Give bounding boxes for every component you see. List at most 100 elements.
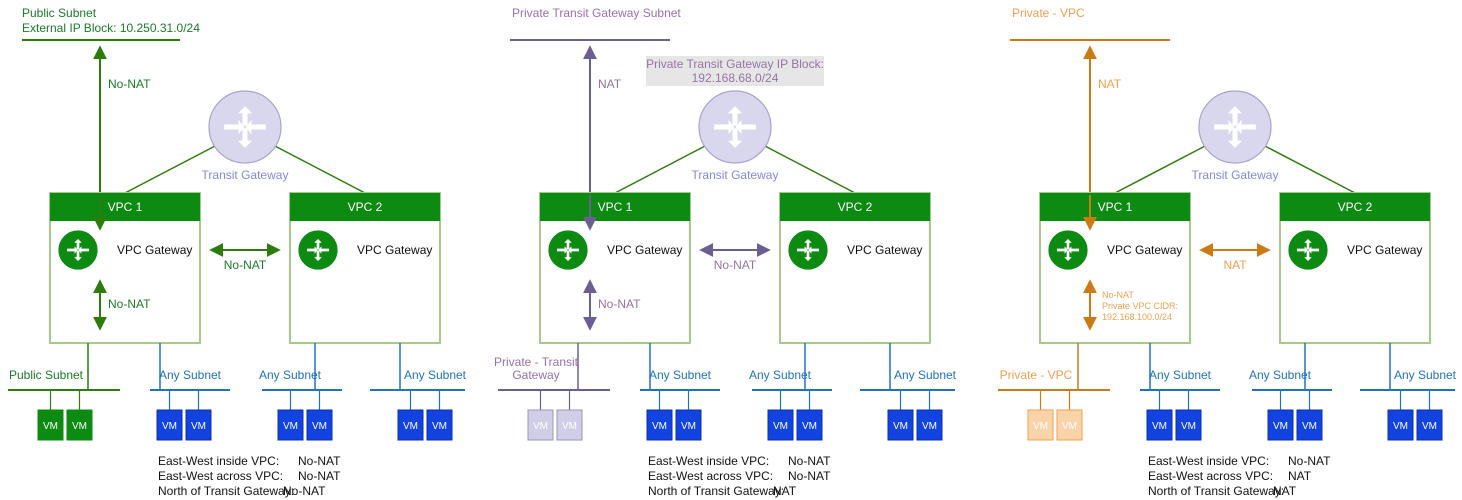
summary-label: East-West across VPC:: [648, 469, 773, 483]
vpc-2: VPC 2 VPC Gateway: [779, 192, 931, 344]
top-subnet: Private - VPC: [1010, 6, 1170, 41]
east-west-label: No-NAT: [714, 258, 757, 272]
vm-label: VM: [533, 421, 548, 432]
vpc-gateway-icon: [788, 230, 828, 270]
vm-label: VM: [403, 421, 418, 432]
vm-label: VM: [312, 421, 327, 432]
vm-label: VM: [1273, 421, 1288, 432]
vm-label: VM: [1302, 421, 1317, 432]
vm-label: VM: [562, 421, 577, 432]
inner-vpc-label: 192.168.100.0/24: [1102, 312, 1172, 322]
vm-label: VM: [922, 421, 937, 432]
subnet-label: Private - Transit: [494, 355, 579, 369]
top-subnet-label: Private Transit Gateway Subnet: [512, 6, 681, 20]
subnet-label: Any Subnet: [404, 368, 467, 382]
vm-box: VM: [185, 409, 212, 441]
vpc-gateway-icon: [1288, 230, 1328, 270]
summary-value: NAT: [1273, 484, 1297, 498]
vm-box: VM: [277, 409, 304, 441]
subnet-label: Any Subnet: [894, 368, 957, 382]
summary-label: East-West inside VPC:: [648, 454, 769, 468]
vpc-title: VPC 1: [598, 200, 633, 214]
vm-box: VM: [1416, 409, 1443, 441]
transit-gateway-label: Transit Gateway: [202, 168, 289, 182]
vm-box: VM: [1146, 409, 1173, 441]
vm-box: VM: [767, 409, 794, 441]
vm-box: VM: [916, 409, 943, 441]
vpc-gateway-label: VPC Gateway: [1107, 243, 1182, 257]
north-nat-label: No-NAT: [108, 77, 151, 91]
vm-box: VM: [37, 409, 64, 441]
subnet-label: Private - VPC: [1000, 368, 1073, 382]
summary-label: North of Transit Gateway:: [648, 484, 784, 498]
summary-value: No-NAT: [283, 484, 326, 498]
summary-label: East-West across VPC:: [158, 469, 283, 483]
vm-box: VM: [1387, 409, 1414, 441]
east-west-label: NAT: [1223, 258, 1247, 272]
vm-label: VM: [1181, 421, 1196, 432]
vm-label: VM: [773, 421, 788, 432]
summary-value: No-NAT: [1288, 454, 1331, 468]
vm-label: VM: [1393, 421, 1408, 432]
top-subnet: Private Transit Gateway Subnet: [510, 6, 681, 41]
subnet-label: Any Subnet: [649, 368, 712, 382]
transit-gateway-label: Transit Gateway: [692, 168, 779, 182]
vm-box: VM: [306, 409, 333, 441]
transit-gateway-icon: [208, 90, 282, 164]
vpc-title: VPC 2: [1338, 200, 1373, 214]
vm-label: VM: [802, 421, 817, 432]
vm-box: VM: [646, 409, 673, 441]
inner-vpc-label: No-NAT: [1102, 290, 1134, 300]
ip-block-label: Private Transit Gateway IP Block:192.168…: [646, 56, 824, 86]
vm-label: VM: [72, 421, 87, 432]
top-subnet-label: Private - VPC: [1012, 6, 1085, 20]
vpc-1: VPC 1 VPC Gateway: [539, 192, 691, 344]
vpc-gateway-icon: [1048, 230, 1088, 270]
vm-box: VM: [426, 409, 453, 441]
vm-label: VM: [283, 421, 298, 432]
vpc-gateway-icon: [58, 230, 98, 270]
vm-box: VM: [1267, 409, 1294, 441]
vm-label: VM: [1152, 421, 1167, 432]
summary-value: No-NAT: [298, 469, 341, 483]
vm-label: VM: [1422, 421, 1437, 432]
summary-value: No-NAT: [298, 454, 341, 468]
vm-label: VM: [1033, 421, 1048, 432]
inner-vpc-label: No-NAT: [108, 297, 151, 311]
vm-label: VM: [191, 421, 206, 432]
ip-block-text: Private Transit Gateway IP Block:: [646, 57, 824, 71]
east-west-label: No-NAT: [224, 258, 267, 272]
vm-label: VM: [432, 421, 447, 432]
vm-label: VM: [681, 421, 696, 432]
transit-gateway-icon: [1198, 90, 1272, 164]
vm-box: VM: [527, 409, 554, 441]
vpc-title: VPC 2: [838, 200, 873, 214]
vpc-gateway-label: VPC Gateway: [1347, 243, 1422, 257]
summary-value: NAT: [1288, 469, 1312, 483]
vpc-gateway-label: VPC Gateway: [607, 243, 682, 257]
subnet-label: Gateway: [512, 368, 559, 382]
vm-box: VM: [156, 409, 183, 441]
vm-label: VM: [162, 421, 177, 432]
vpc-2: VPC 2 VPC Gateway: [1279, 192, 1431, 344]
vm-box: VM: [796, 409, 823, 441]
vpc-gateway-label: VPC Gateway: [847, 243, 922, 257]
inner-vpc-label: Private VPC CIDR:: [1102, 301, 1178, 311]
vm-box: VM: [556, 409, 583, 441]
summary-label: North of Transit Gateway:: [158, 484, 294, 498]
